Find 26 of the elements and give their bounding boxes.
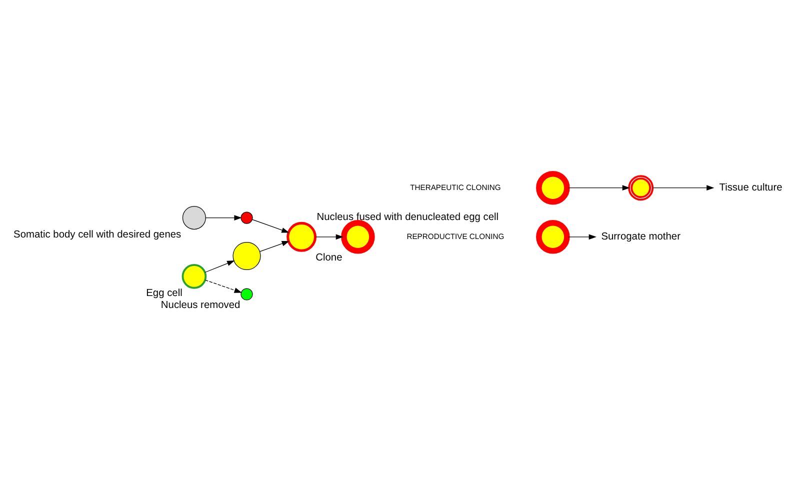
- node-circle: [286, 221, 317, 252]
- node-circle: [240, 211, 253, 224]
- arrow: [315, 234, 344, 240]
- arrow: [252, 218, 290, 232]
- node-label: Egg cell: [146, 288, 182, 299]
- node-text: Surrogate mother: [601, 230, 680, 242]
- node-text: Tissue culture: [719, 182, 782, 193]
- node-label: Clone: [316, 252, 342, 263]
- node-label: Nucleus fused with denucleated egg cell: [316, 211, 499, 222]
- node-circle: [240, 288, 253, 300]
- arrow: [205, 214, 242, 220]
- node-picture: [536, 170, 570, 204]
- arrow: [204, 260, 235, 272]
- arrow: [204, 279, 242, 292]
- node-picture: [341, 220, 375, 254]
- node-picture: [536, 220, 570, 254]
- arrow: [568, 234, 596, 240]
- node-label: Somatic body cell with desired genes: [14, 228, 182, 240]
- arrow: [652, 184, 714, 190]
- node-label: Nucleus removed: [160, 300, 240, 311]
- arrow: [568, 184, 630, 190]
- node-circle: [232, 242, 261, 270]
- node-circle: [182, 206, 206, 230]
- arrow: [260, 240, 290, 252]
- node-picture: [628, 174, 654, 200]
- node-circle: [182, 263, 207, 288]
